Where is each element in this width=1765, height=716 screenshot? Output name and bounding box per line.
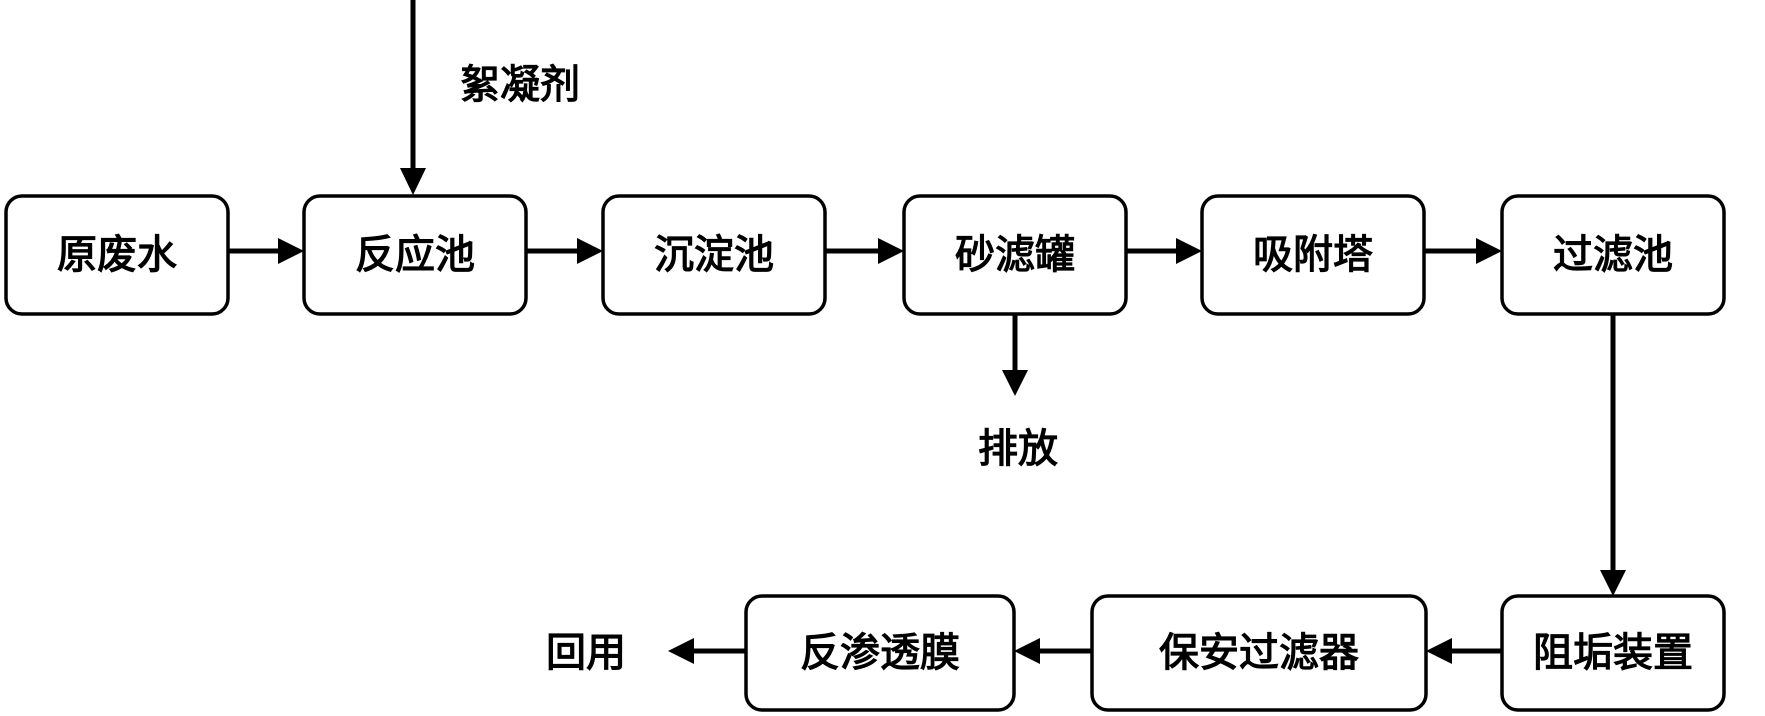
arrow-ro-to-reuse-head bbox=[668, 638, 694, 664]
node-security-filter-label: 保安过滤器 bbox=[1159, 630, 1360, 676]
node-reaction-tank: 反应池 bbox=[302, 194, 528, 316]
arrow-sedimentation-to-sand-head bbox=[878, 238, 904, 264]
node-ro-membrane: 反渗透膜 bbox=[744, 594, 1016, 712]
node-antiscale-device: 阻垢装置 bbox=[1500, 594, 1726, 712]
arrow-antiscale-to-security-head bbox=[1426, 638, 1452, 664]
node-sand-filter-tank: 砂滤罐 bbox=[902, 194, 1128, 316]
node-antiscale-device-label: 阻垢装置 bbox=[1533, 630, 1693, 676]
node-adsorption-tower-label: 吸附塔 bbox=[1253, 232, 1374, 278]
arrow-adsorption-to-filter-head bbox=[1476, 238, 1502, 264]
discharge-label: 排放 bbox=[978, 426, 1058, 472]
arrow-discharge-head bbox=[1002, 370, 1028, 396]
node-filter-tank: 过滤池 bbox=[1500, 194, 1726, 316]
node-sedimentation-tank: 沉淀池 bbox=[601, 194, 827, 316]
arrow-raw-to-reaction-head bbox=[278, 238, 304, 264]
flocculant-label: 絮凝剂 bbox=[460, 62, 580, 108]
node-filter-tank-label: 过滤池 bbox=[1553, 232, 1673, 278]
node-ro-membrane-label: 反渗透膜 bbox=[800, 630, 960, 676]
reuse-label: 回用 bbox=[546, 630, 626, 676]
node-raw-wastewater: 原废水 bbox=[4, 194, 230, 316]
node-security-filter: 保安过滤器 bbox=[1090, 594, 1428, 712]
node-raw-wastewater-label: 原废水 bbox=[57, 232, 178, 278]
arrow-filter-to-antiscale-head bbox=[1600, 570, 1626, 596]
node-adsorption-tower: 吸附塔 bbox=[1200, 194, 1426, 316]
arrow-sand-to-adsorption-head bbox=[1176, 238, 1202, 264]
node-reaction-tank-label: 反应池 bbox=[355, 232, 475, 278]
arrow-reaction-to-sedimentation-head bbox=[577, 238, 603, 264]
arrow-security-to-ro-head bbox=[1014, 638, 1040, 664]
node-sedimentation-tank-label: 沉淀池 bbox=[654, 232, 774, 278]
flocculant-input-arrow-head bbox=[400, 168, 426, 195]
node-sand-filter-tank-label: 砂滤罐 bbox=[955, 232, 1075, 278]
